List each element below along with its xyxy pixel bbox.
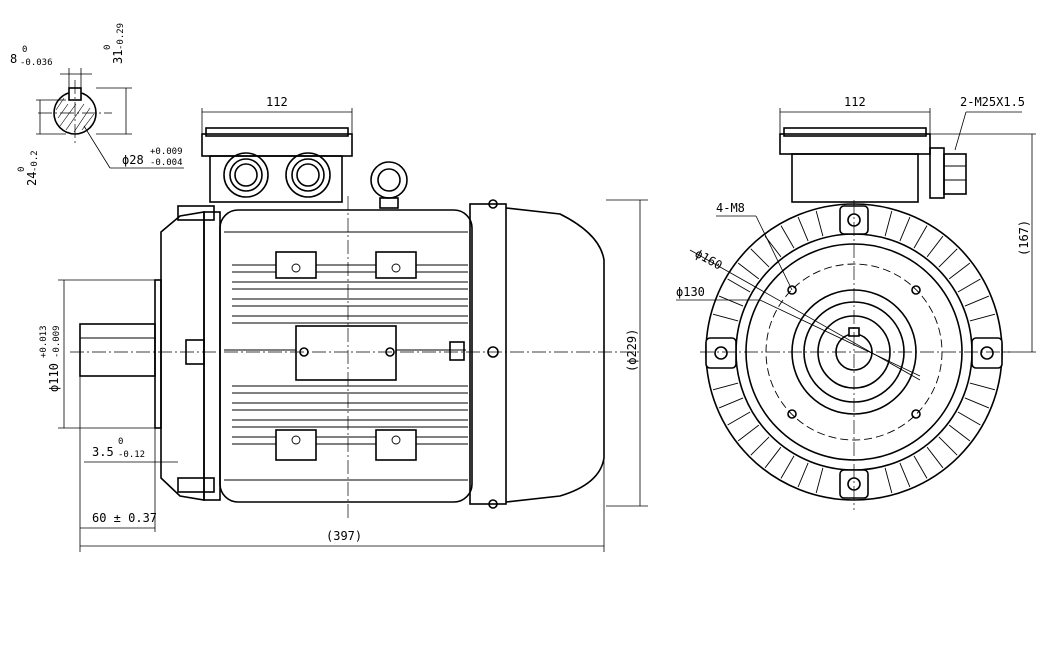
svg-text:0: 0	[118, 437, 123, 447]
cable-gland-label: 2-M25X1.5	[960, 95, 1025, 109]
spigot-depth-label: 3.5	[92, 445, 114, 459]
svg-text:+0.009: +0.009	[150, 147, 183, 157]
cooling-fin	[884, 210, 893, 237]
cooling-fin	[712, 382, 739, 391]
svg-text:-0.12: -0.12	[118, 450, 145, 460]
svg-text:-0.29: -0.29	[116, 23, 126, 50]
svg-text:-0.2: -0.2	[30, 150, 40, 172]
svg-text:+0.013: +0.013	[39, 325, 49, 358]
pcd-label: ϕ130	[676, 285, 705, 299]
cooling-fin	[815, 210, 824, 237]
cooling-fin	[969, 382, 996, 391]
cooling-fin	[727, 411, 751, 426]
svg-text:-0.009: -0.009	[52, 325, 62, 358]
cooling-fin	[948, 424, 971, 442]
overall-diameter-label: (ϕ229)	[625, 329, 639, 372]
cooling-fin	[750, 248, 770, 268]
cooling-fin	[712, 313, 739, 322]
cooling-fin	[938, 248, 958, 268]
cooling-fin	[764, 446, 782, 469]
key-width-label: 8	[10, 52, 17, 66]
cooling-fin	[913, 225, 928, 249]
shaft-key-depth-label: 31	[111, 50, 125, 64]
cooling-fin	[797, 462, 809, 488]
cooling-fin	[948, 262, 971, 280]
cooling-fin	[797, 216, 809, 242]
svg-text:0: 0	[17, 167, 27, 172]
total-height-label: (167)	[1017, 220, 1031, 256]
svg-text:-0.036: -0.036	[20, 58, 53, 68]
cooling-fin	[926, 446, 944, 469]
shaft-diameter-label: ϕ28	[122, 153, 144, 167]
keyway-height-label: 24	[25, 172, 39, 186]
cooling-fin	[957, 411, 981, 426]
terminal-box-width-side: 112	[266, 95, 288, 109]
cooling-fin	[737, 424, 760, 442]
cooling-fin	[969, 313, 996, 322]
keyway-section: 8 0 -0.036 31 0 -0.29 24 0 -0.2 ϕ28 +0.0…	[10, 23, 184, 186]
motor-front-view: 112 2-M25X1.5 (167)	[676, 95, 1036, 510]
flange-holes-label: 4-M8	[716, 201, 745, 215]
cooling-fin	[737, 262, 760, 280]
cooling-fin	[718, 295, 744, 307]
cooling-fin	[780, 225, 795, 249]
cooling-fin	[938, 436, 958, 456]
cooling-fin	[884, 467, 893, 494]
cooling-fin	[727, 278, 751, 293]
svg-text:-0.004: -0.004	[150, 158, 183, 168]
cooling-fin	[899, 462, 911, 488]
flange-diameter-label: ϕ160	[693, 246, 725, 272]
cooling-fin	[899, 216, 911, 242]
cooling-fin	[718, 397, 744, 409]
spigot-diameter-label: ϕ110	[47, 363, 61, 392]
cooling-fin	[750, 436, 770, 456]
cooling-fin	[913, 455, 928, 479]
shaft-length-label: 60 ± 0.37	[92, 511, 157, 525]
terminal-box-width-front: 112	[844, 95, 866, 109]
svg-text:0: 0	[103, 45, 113, 50]
cooling-fin	[926, 235, 944, 258]
svg-text:0: 0	[22, 45, 27, 55]
cooling-fin	[957, 278, 981, 293]
motor-side-view: 112	[39, 95, 648, 552]
cooling-fin	[815, 467, 824, 494]
cooling-fin	[964, 397, 990, 409]
overall-length-label: (397)	[326, 529, 362, 543]
cooling-fin	[780, 455, 795, 479]
cooling-fin	[964, 295, 990, 307]
